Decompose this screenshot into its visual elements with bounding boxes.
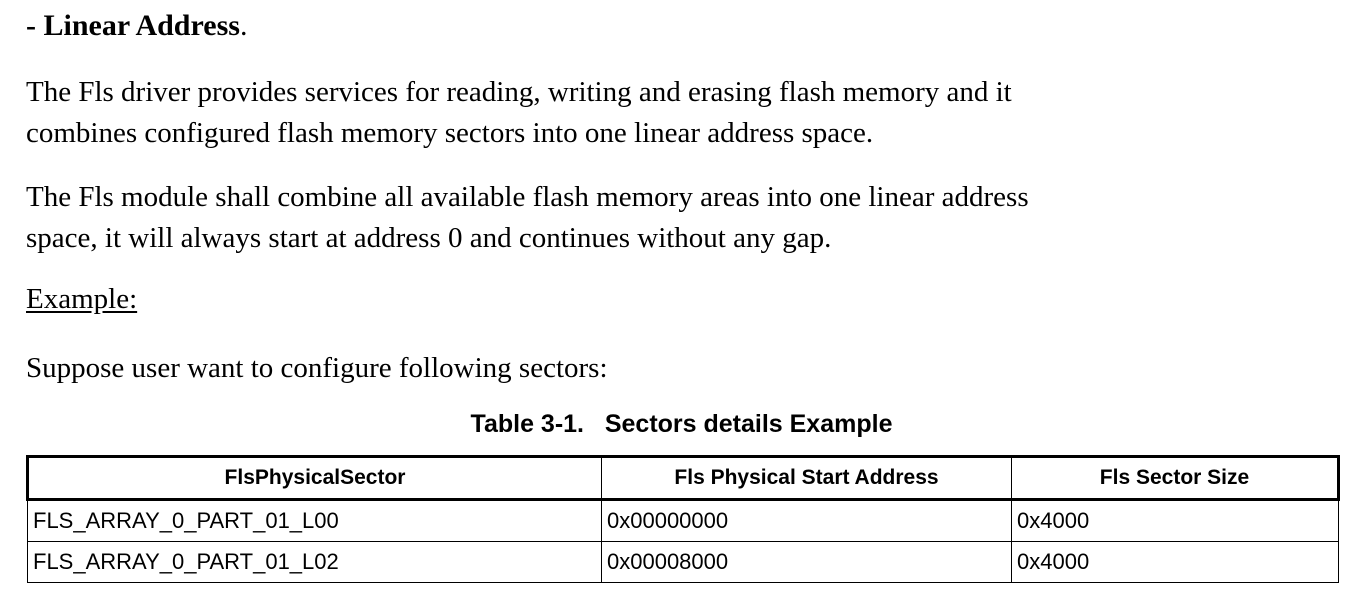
paragraph-fls-module-linear-space: The Fls module shall combine all availab… — [26, 177, 1316, 259]
table-lead-in-text: Suppose user want to configure following… — [26, 352, 608, 384]
table-row: FLS_ARRAY_0_PART_01_L00 0x00000000 0x400… — [27, 499, 1339, 542]
cell-sector-size: 0x4000 — [1011, 541, 1339, 583]
table-caption: Table 3-1. Sectors details Example — [470, 410, 893, 438]
paragraph-line: space, it will always start at address 0… — [26, 222, 832, 254]
sectors-details-table: FlsPhysicalSector Fls Physical Start Add… — [26, 455, 1340, 583]
table-header-fls-sector-size: Fls Sector Size — [1011, 455, 1340, 501]
paragraph-line: The Fls module shall combine all availab… — [26, 181, 1029, 213]
section-heading-text: - Linear Address — [26, 9, 240, 42]
cell-start-address: 0x00008000 — [601, 541, 1012, 583]
cell-start-address: 0x00000000 — [601, 499, 1012, 542]
paragraph-line: The Fls driver provides services for rea… — [26, 76, 1012, 108]
example-label: Example: — [26, 283, 138, 315]
table-header-row: FlsPhysicalSector Fls Physical Start Add… — [26, 455, 1340, 501]
paragraph-line: combines configured flash memory sectors… — [26, 117, 874, 149]
cell-sector-name: FLS_ARRAY_0_PART_01_L00 — [27, 499, 602, 542]
table-row: FLS_ARRAY_0_PART_01_L02 0x00008000 0x400… — [27, 541, 1339, 583]
section-heading: - Linear Address. — [26, 8, 247, 44]
table-header-fls-physical-start-address: Fls Physical Start Address — [601, 455, 1012, 501]
table-header-fls-physical-sector: FlsPhysicalSector — [26, 455, 602, 501]
paragraph-fls-driver-services: The Fls driver provides services for rea… — [26, 72, 1316, 154]
cell-sector-size: 0x4000 — [1011, 499, 1339, 542]
section-heading-period: . — [239, 9, 248, 42]
cell-sector-name: FLS_ARRAY_0_PART_01_L02 — [27, 541, 602, 583]
